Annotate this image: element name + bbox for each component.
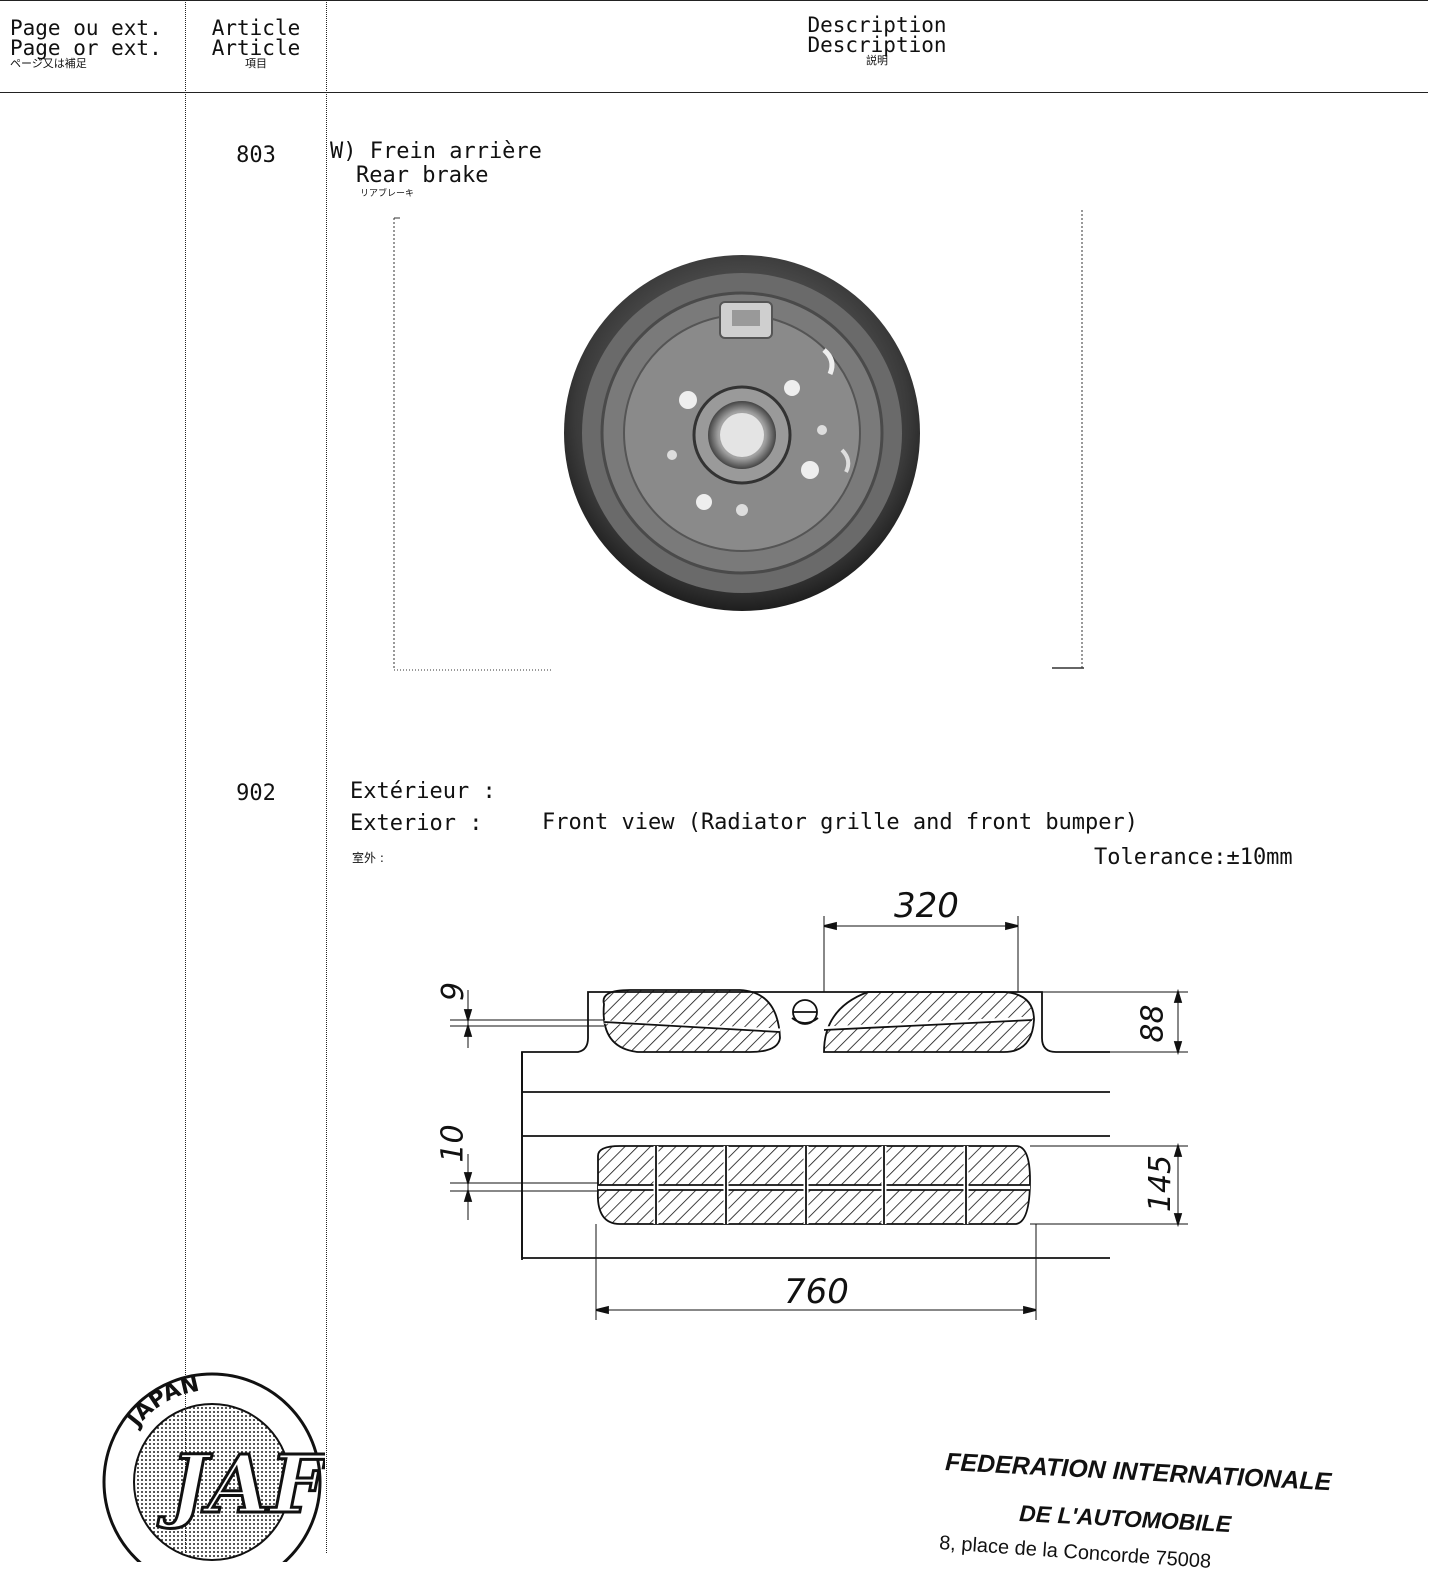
header-article-column: Article Article 項目 [186,18,326,70]
exterior-en: Exterior : [350,811,483,836]
dim-145: 145 [1143,1154,1179,1213]
tolerance-note: Tolerance:±10mm [1094,845,1293,870]
header-description-column: Description Description 説明 [327,15,1427,67]
jaf-stamp: JAPAN JAF [100,1362,333,1574]
stamp-center-text: JAF [157,1437,325,1531]
rear-brake-fr: W) Frein arrière [330,139,542,164]
column-divider-2 [326,0,327,1553]
grille-bumper-drawing: 320 9 88 10 145 760 [420,880,1220,1330]
rear-brake-photo [392,210,1086,672]
rear-brake-en: Rear brake [356,163,489,188]
rear-brake-jp: リアブレーキ [360,189,415,199]
header-description-jp: 説明 [866,54,888,67]
dim-320: 320 [894,886,959,926]
front-view-caption: Front view (Radiator grille and front bu… [542,810,1139,835]
rear-brake-title: W) Frein arrière Rear brake リアブレーキ [330,140,542,200]
header-article-en: Article [211,36,301,60]
header-page-column: Page ou ext. Page or ext. ページ又は補足 [10,18,180,70]
article-number-902: 902 [236,781,276,806]
article-number-803: 803 [236,143,276,168]
dim-10: 10 [435,1124,471,1163]
header-description-en: Description [807,33,947,57]
column-divider-1 [185,0,186,1553]
dim-9: 9 [436,981,472,1002]
exterior-jp: 室外 : [352,851,384,865]
brake-drum-icon [564,255,920,611]
header-description-fr: Description [807,13,947,37]
exterior-fr: Extérieur : [350,779,496,804]
header-article-jp: 項目 [245,57,267,70]
top-rule [0,0,1428,1]
dim-88: 88 [1135,1004,1171,1043]
header-page-fr: Page ou ext. [10,16,162,40]
dim-760: 760 [784,1272,849,1312]
fia-line-1: FEDERATION INTERNATIONALE [944,1448,1333,1497]
header-page-en: Page or ext. [10,36,162,60]
fia-line-2: DE L'AUTOMOBILE [1018,1500,1232,1538]
header-article-fr: Article [211,16,301,40]
header-page-jp: ページ又は補足 [10,57,87,70]
header-rule [0,92,1428,93]
